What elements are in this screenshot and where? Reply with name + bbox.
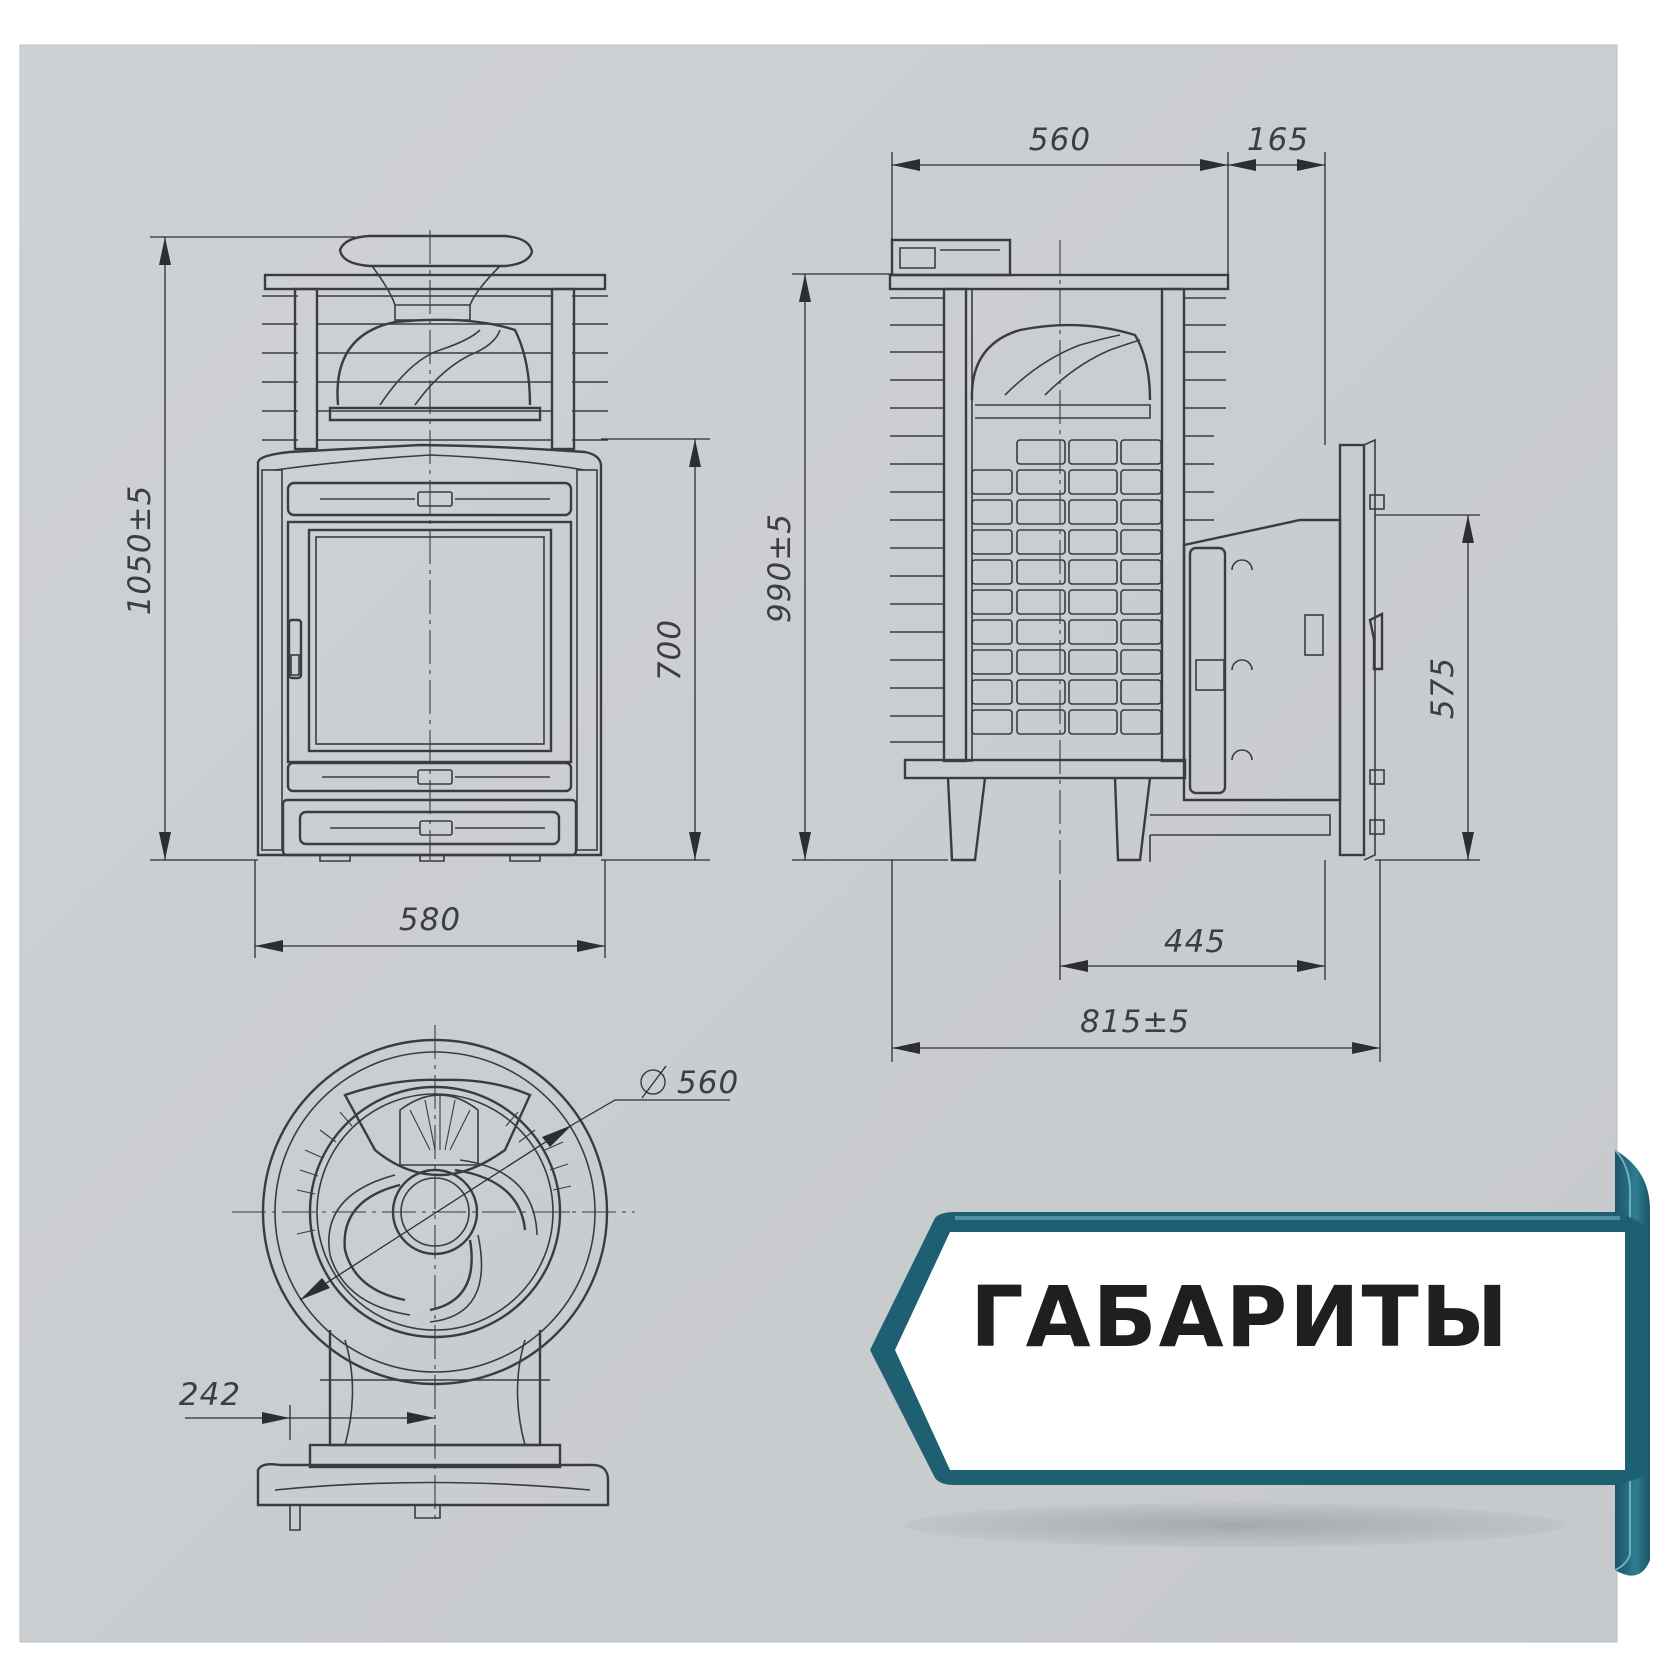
dimension-labels: 1050±5 580 700 560 165 990±5 575 445 815…: [122, 122, 1461, 1413]
dim-side-height: 990±5: [762, 513, 798, 623]
dim-front-width: 580: [399, 902, 461, 938]
banner-title: ГАБАРИТЫ: [970, 1268, 1510, 1366]
dim-side-top-offset: 165: [1247, 122, 1309, 158]
dim-front-height: 1050±5: [122, 485, 158, 616]
top-view: [232, 1025, 635, 1531]
dim-top-diameter: 560: [677, 1065, 739, 1101]
dim-side-depth-front: 445: [1164, 924, 1226, 960]
dim-side-top-depth: 560: [1029, 122, 1091, 158]
front-dimension-lines: [150, 236, 710, 958]
top-dimension-lines: [185, 1065, 730, 1440]
side-dimension-lines: [792, 152, 1480, 1062]
side-view: [888, 238, 1385, 880]
dim-top-offset: 242: [179, 1377, 241, 1413]
title-banner: [870, 1149, 1650, 1576]
dim-side-total-depth: 815±5: [1080, 1004, 1190, 1040]
dim-front-door-height: 700: [652, 619, 688, 681]
front-view: [256, 230, 608, 862]
dim-side-door-height: 575: [1425, 657, 1461, 719]
